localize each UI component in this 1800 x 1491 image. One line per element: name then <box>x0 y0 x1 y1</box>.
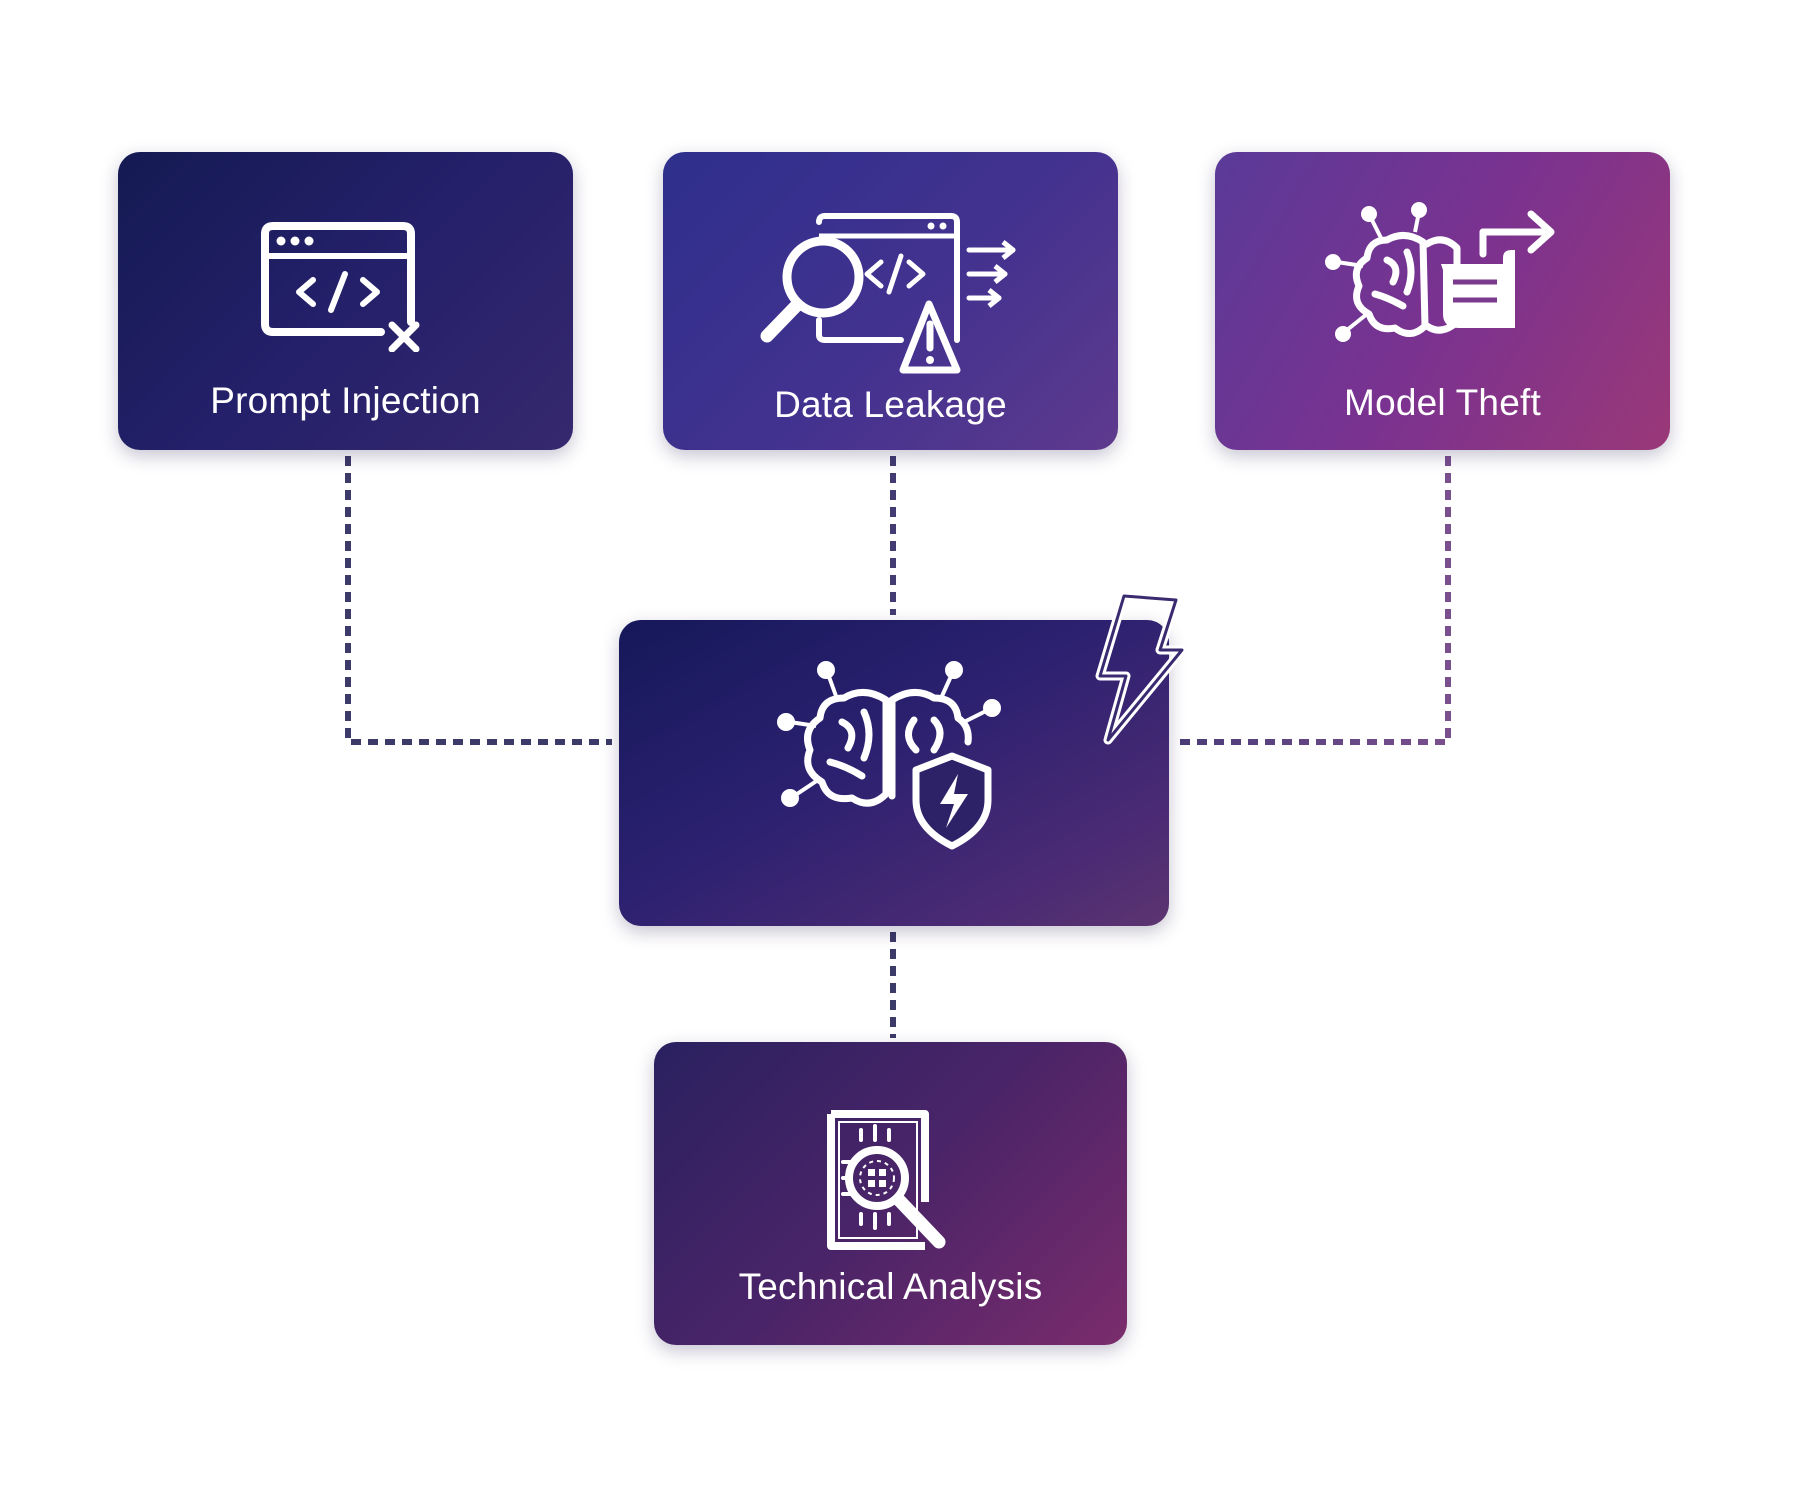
node-label: Data Leakage <box>774 384 1007 425</box>
node-core-ai-security[interactable] <box>619 620 1169 926</box>
connector-theft-to-core <box>1175 456 1451 745</box>
node-label: Technical Analysis <box>738 1266 1043 1307</box>
brain-grab-arrow-icon <box>1324 202 1554 342</box>
node-data-leakage[interactable]: Data Leakage <box>663 152 1118 450</box>
connector-prompt-to-core <box>345 456 612 745</box>
node-label: Prompt Injection <box>210 380 481 421</box>
node-prompt-injection[interactable]: Prompt Injection <box>118 152 573 450</box>
node-label: Model Theft <box>1344 382 1541 423</box>
code-window-x-icon <box>260 222 419 352</box>
node-technical-analysis[interactable]: Technical Analysis <box>654 1042 1127 1345</box>
lightning-bolt-icon <box>1095 591 1186 745</box>
magnifier-code-warning-icon <box>760 213 1015 374</box>
document-chip-magnifier-icon <box>826 1110 945 1250</box>
node-model-theft[interactable]: Model Theft <box>1215 152 1670 450</box>
brain-shield-lightning-icon <box>777 661 1001 850</box>
